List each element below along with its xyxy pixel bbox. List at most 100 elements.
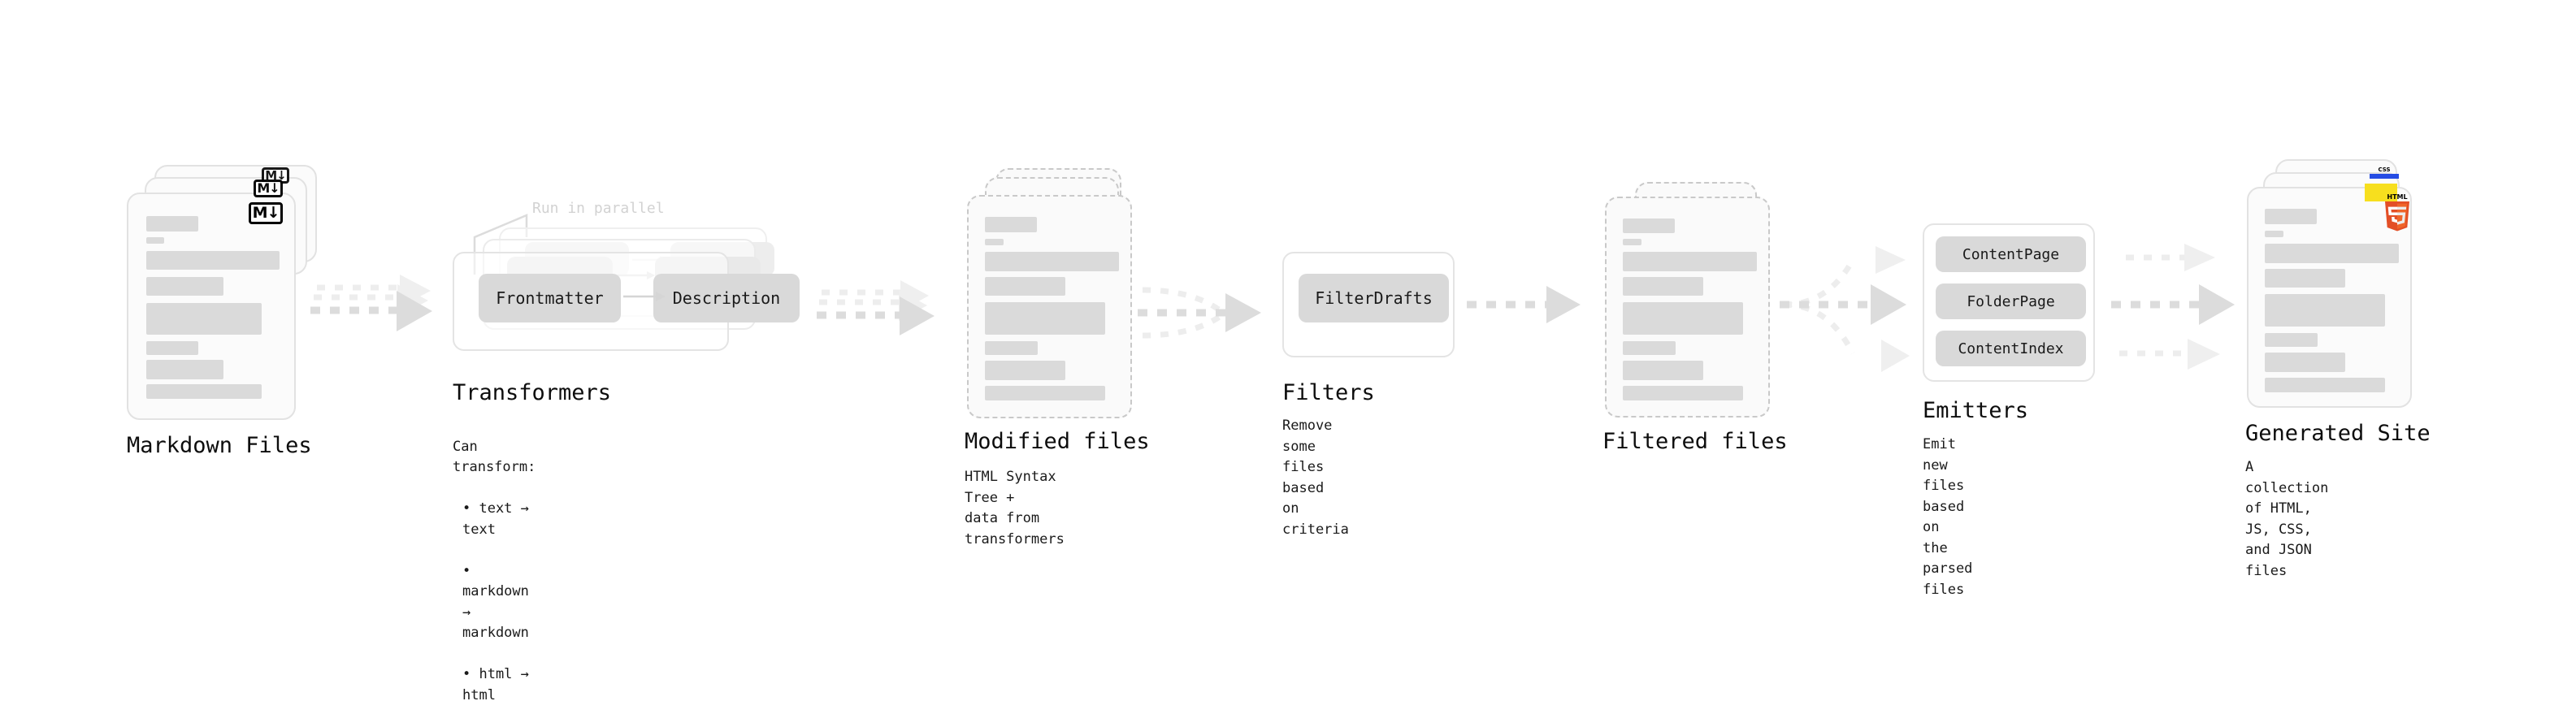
html5-shield-icon: [2385, 201, 2409, 232]
transformers-bullet-2: • markdown → markdown: [462, 562, 529, 642]
skeleton-line-2: [1623, 277, 1703, 296]
skeleton-line-1: [146, 251, 280, 270]
html5-badge: HTML: [2383, 193, 2411, 234]
transformers-title: Transformers: [453, 380, 612, 405]
arrow-markdown-to-transformers: [310, 275, 432, 331]
emitters-pill-contentpage[interactable]: ContentPage: [1936, 236, 2086, 272]
arrow-head-diverge-top: [1876, 246, 1906, 274]
skeleton-line-3: [985, 302, 1105, 335]
skeleton-title: [146, 216, 198, 232]
arrow-head-main: [1546, 286, 1581, 323]
skeleton-line-4: [2265, 333, 2318, 347]
skeleton-line-5: [2265, 353, 2345, 372]
run-in-parallel-label: Run in parallel: [532, 200, 665, 217]
skeleton-line-3: [1623, 302, 1743, 335]
arrow-head-faint-top: [2184, 244, 2215, 271]
skeleton-line-3: [146, 303, 262, 335]
markdown-badge-text: M↓: [257, 180, 280, 196]
skeleton-sub: [2265, 231, 2283, 237]
skeleton-line-6: [985, 386, 1105, 400]
skeleton-title: [1623, 219, 1675, 233]
skeleton-line-6: [1623, 386, 1743, 400]
generated-site-desc: A collection of HTML, JS, CSS, and JSON …: [2245, 459, 2329, 579]
skeleton-line-5: [985, 361, 1065, 380]
emitters-pill-label: FolderPage: [1967, 292, 2055, 310]
filters-title: Filters: [1282, 380, 1375, 405]
transformers-bullet-1: • text → text: [462, 500, 529, 538]
skeleton-line-2: [146, 277, 223, 296]
skeleton-line-4: [1623, 341, 1676, 355]
markdown-badge-text: M↓: [265, 167, 286, 183]
skeleton-line-1: [1623, 252, 1757, 271]
filtered-files-title: Filtered files: [1602, 429, 1788, 454]
skeleton-sub: [146, 237, 164, 244]
emitters-pill-label: ContentPage: [1962, 245, 2060, 263]
generated-site-title: Generated Site: [2245, 421, 2431, 446]
arrow-head-main: [397, 291, 432, 331]
emitters-pill-folderpage[interactable]: FolderPage: [1936, 283, 2086, 319]
emitters-group-box: ContentPage FolderPage ContentIndex: [1923, 223, 2095, 382]
skeleton-line-4: [985, 341, 1038, 355]
arrow-transformers-to-modified: [817, 280, 935, 335]
arrow-head-diverge-bottom: [1881, 340, 1910, 372]
skeleton-line-2: [985, 277, 1065, 296]
arrow-head-main: [2199, 284, 2235, 325]
filters-desc: Remove some files based on criteria: [1282, 418, 1349, 538]
transformer-pill-description[interactable]: Description: [653, 274, 800, 322]
arrow-modified-to-filters: [1138, 287, 1261, 339]
emitters-desc: Emit new files based on the parsed files: [1923, 436, 1973, 598]
transformer-pill-frontmatter[interactable]: Frontmatter: [479, 274, 621, 322]
skeleton-sub: [1623, 239, 1641, 245]
arrow-head-main: [900, 296, 935, 335]
arrow-head-faint-bottom: [2188, 339, 2220, 370]
markdown-badge-front: M↓: [249, 202, 283, 224]
generated-site-card-stack: CSS HTML: [0, 0, 2412, 408]
skeleton-line-4: [146, 341, 198, 355]
transformers-bullet-3: • html → html: [462, 666, 529, 703]
markdown-badge-back-1: M↓: [254, 180, 283, 197]
filtered-card-front: [1605, 197, 1770, 418]
js-badge: [2365, 184, 2397, 201]
arrow-line-diverge-bottom: [1783, 301, 1856, 355]
arrow-line-diverge-top: [1783, 258, 1856, 308]
filters-group-box: FilterDrafts: [1282, 252, 1455, 357]
arrow-emitters-to-site: [2111, 244, 2235, 370]
arrow-filters-to-filtered: [1467, 286, 1581, 323]
html5-badge-word: HTML: [2387, 193, 2408, 201]
stage-generated-site: CSS HTML Generated Site A collection of …: [0, 0, 2431, 579]
skeleton-line-1: [2265, 244, 2399, 263]
skeleton-line-5: [146, 360, 223, 379]
transformer-group-front: Frontmatter Description: [453, 252, 800, 351]
markdown-card-front: [127, 193, 296, 420]
skeleton-line-3: [2265, 294, 2385, 327]
markdown-files-title: Markdown Files: [127, 433, 312, 458]
modified-card-front: [967, 195, 1132, 418]
skeleton-sub: [985, 239, 1004, 245]
emitters-pill-contentindex[interactable]: ContentIndex: [1936, 331, 2086, 366]
skeleton-line-1: [985, 252, 1119, 271]
arrow-head-main: [1871, 284, 1906, 325]
arrow-line-converge-bottom: [1142, 312, 1225, 339]
markdown-badge-text: M↓: [252, 204, 280, 222]
css-badge-word: CSS: [2378, 167, 2391, 173]
transformers-desc-intro: Can transform:: [453, 438, 536, 476]
skeleton-title: [985, 217, 1037, 232]
skeleton-line-6: [146, 384, 262, 399]
filters-pill-filterdrafts[interactable]: FilterDrafts: [1299, 274, 1449, 322]
arrow-filtered-to-emitters: [1780, 246, 1910, 372]
skeleton-line-6: [2265, 378, 2385, 392]
skeleton-line-5: [1623, 361, 1703, 380]
skeleton-line-2: [2265, 269, 2345, 288]
transformer-pill-label: Description: [672, 288, 781, 308]
transformer-pill-label: Frontmatter: [496, 288, 604, 308]
arrow-head-main: [1225, 293, 1261, 332]
arrow-line-converge-top: [1142, 287, 1225, 315]
skeleton-title: [2265, 209, 2317, 224]
inner-arrow-head: [656, 292, 666, 301]
modified-files-title: Modified files: [965, 429, 1150, 454]
transformers-desc: Can transform: • text → text • markdown …: [453, 416, 536, 727]
emitters-pill-label: ContentIndex: [1958, 340, 2064, 357]
modified-files-desc: HTML Syntax Tree + data from transformer…: [965, 469, 1065, 547]
css-badge-bar: [2370, 174, 2399, 179]
css3-badge: CSS: [2370, 167, 2399, 179]
